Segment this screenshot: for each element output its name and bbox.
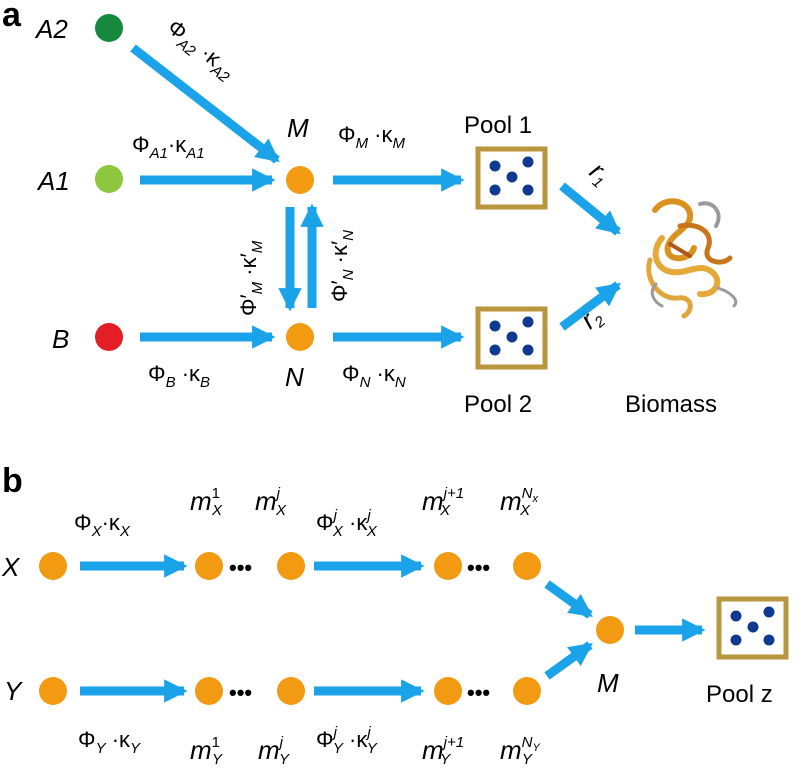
node-mxN — [513, 552, 541, 580]
arrow-pool1-to-biomass — [559, 182, 621, 236]
flux-b-label: ΦB ·κB — [148, 361, 210, 391]
node-myN — [513, 677, 541, 705]
node-myj — [277, 677, 305, 705]
flux-n-prime-label: Φ′N ·κ′N — [327, 230, 357, 302]
flux-m-prime-label: Φ′M ·κ′M — [236, 240, 266, 316]
flux-n-label: ΦN ·κN — [342, 361, 406, 391]
flux-y-label: ΦY ·κY — [78, 727, 141, 757]
node-myj1 — [434, 677, 462, 705]
node-mxj1 — [434, 552, 462, 580]
node-y — [39, 677, 67, 705]
ellipsis-y-2: ••• — [467, 680, 490, 705]
node-x — [39, 552, 67, 580]
arrow-pool2-to-biomass — [559, 281, 621, 331]
node-mx1 — [195, 552, 223, 580]
node-b-label: B — [52, 324, 69, 354]
biomass-label: Biomass — [625, 391, 717, 418]
arrow-a2-to-m — [130, 44, 280, 164]
arrow-mxN-to-m — [544, 580, 593, 619]
node-n — [286, 323, 314, 351]
pool-z — [716, 596, 789, 660]
node-a1-label: A1 — [36, 166, 70, 196]
node-mxj — [277, 552, 305, 580]
node-x-label: X — [1, 552, 21, 582]
node-m-label: M — [287, 113, 309, 143]
pool-1 — [475, 146, 548, 210]
panel-b-label: b — [2, 462, 23, 500]
node-m-b — [596, 616, 624, 644]
panel-a-label: a — [2, 0, 22, 34]
arrow-myN-to-m — [544, 641, 593, 680]
node-m — [286, 166, 314, 194]
pool-2-label: Pool 2 — [464, 391, 532, 418]
node-b — [95, 323, 123, 351]
node-m-b-label: M — [597, 668, 619, 698]
node-y-label: Y — [4, 676, 23, 706]
node-n-label: N — [285, 362, 304, 392]
flux-a1-label: ΦA1·κA1 — [132, 132, 205, 162]
pool-1-label: Pool 1 — [464, 112, 532, 139]
pool-2 — [475, 306, 548, 370]
rate-r1-label: r1 — [582, 156, 616, 192]
ellipsis-x-1: ••• — [229, 555, 252, 580]
ellipsis-y-1: ••• — [229, 680, 252, 705]
ellipsis-x-2: ••• — [467, 555, 490, 580]
protein-structure-icon — [646, 198, 738, 319]
pool-z-label: Pool z — [706, 681, 773, 708]
node-a1 — [95, 165, 123, 193]
node-my1 — [195, 677, 223, 705]
node-a2-label: A2 — [34, 14, 68, 44]
node-a2 — [95, 14, 123, 42]
flux-m-label: ΦM ·κM — [338, 122, 406, 152]
flux-x-label: ΦX·κX — [74, 510, 131, 540]
